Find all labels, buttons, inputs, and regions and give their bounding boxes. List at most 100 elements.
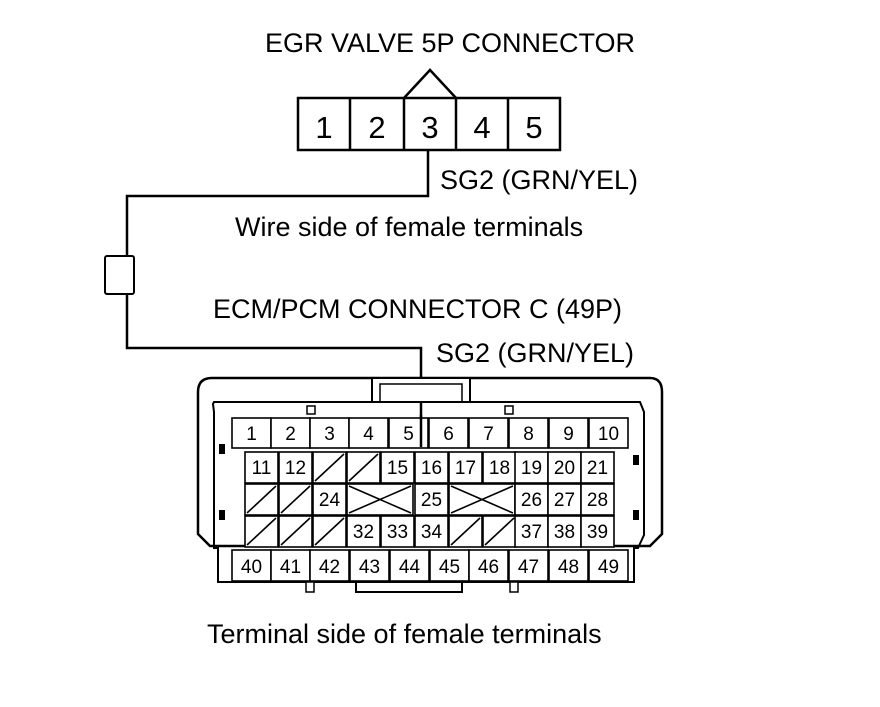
terminal-number: 24 xyxy=(319,490,341,511)
ecm-connector-housing xyxy=(196,376,664,593)
terminal-number: 11 xyxy=(252,458,272,479)
terminal-cell xyxy=(380,451,415,484)
terminal-number: 21 xyxy=(587,458,608,479)
terminal-cell xyxy=(548,417,589,449)
terminal-number: 34 xyxy=(421,522,443,543)
terminal-number: 2 xyxy=(285,424,296,445)
terminal-number: 41 xyxy=(280,557,301,578)
terminal-cell xyxy=(588,549,629,582)
terminal-number: 42 xyxy=(319,557,340,578)
terminal-cell xyxy=(244,451,279,484)
ecm-signal-label: SG2 (GRN/YEL) xyxy=(436,338,634,368)
blocked-cell-cross xyxy=(450,485,514,514)
terminal-cell xyxy=(580,483,615,516)
terminal-cell xyxy=(349,549,390,582)
terminal-number: 40 xyxy=(241,557,262,578)
terminal-number: 33 xyxy=(387,522,408,543)
empty-cell-slash xyxy=(314,517,345,546)
terminal-number: 28 xyxy=(587,490,608,511)
terminal-number: 4 xyxy=(363,424,374,445)
empty-cell-slash xyxy=(450,517,481,546)
terminal-number: 43 xyxy=(359,557,380,578)
terminal-number: 38 xyxy=(554,522,575,543)
terminal-cell xyxy=(448,451,483,484)
terminal-number: 27 xyxy=(554,490,575,511)
egr-pin-labels: 1 2 3 4 5 xyxy=(315,110,542,145)
egr-view-label: Wire side of female terminals xyxy=(235,212,583,242)
terminal-number: 48 xyxy=(558,557,579,578)
terminal-cell xyxy=(468,549,509,582)
empty-cell-slash xyxy=(314,453,345,482)
terminal-number: 44 xyxy=(399,557,421,578)
terminal-number: 5 xyxy=(403,424,414,445)
terminal-number: 32 xyxy=(353,522,374,543)
terminal-cell xyxy=(468,417,509,449)
terminal-cell xyxy=(231,417,272,449)
terminal-cell xyxy=(547,515,582,548)
terminal-number: 20 xyxy=(554,458,575,479)
terminal-number: 19 xyxy=(521,458,542,479)
terminal-cell xyxy=(429,549,470,582)
egr-pin-2: 2 xyxy=(368,110,385,145)
terminal-cell xyxy=(414,483,449,516)
terminal-number: 8 xyxy=(523,424,534,445)
egr-lock-tab xyxy=(403,68,457,99)
terminal-cell xyxy=(547,451,582,484)
terminal-cell xyxy=(508,549,549,582)
egr-signal-label: SG2 (GRN/YEL) xyxy=(440,165,638,195)
terminal-number: 7 xyxy=(483,424,494,445)
terminal-number: 9 xyxy=(563,424,574,445)
terminal-cell xyxy=(270,549,311,582)
terminal-cell xyxy=(588,417,629,449)
terminal-number: 45 xyxy=(439,557,460,578)
terminal-cell xyxy=(428,417,469,449)
egr-connector-title: EGR VALVE 5P CONNECTOR xyxy=(265,28,635,58)
terminal-cell xyxy=(580,515,615,548)
terminal-number: 3 xyxy=(324,424,335,445)
egr-pin-5: 5 xyxy=(525,110,542,145)
terminal-number: 37 xyxy=(521,522,542,543)
terminal-number: 17 xyxy=(455,458,476,479)
terminal-cell xyxy=(278,451,313,484)
empty-cell-slash xyxy=(280,485,311,514)
terminal-cell xyxy=(414,515,449,548)
ecm-connector-title: ECM/PCM CONNECTOR C (49P) xyxy=(213,294,622,324)
terminal-number: 1 xyxy=(246,424,257,445)
blocked-cell-cross xyxy=(348,485,412,514)
terminal-number: 16 xyxy=(421,458,442,479)
egr-pin-1: 1 xyxy=(315,110,332,145)
terminal-cell xyxy=(482,451,517,484)
terminal-cell xyxy=(309,417,350,449)
ecm-side-locks xyxy=(219,444,639,520)
terminal-cell xyxy=(309,549,350,582)
terminal-cell xyxy=(312,483,347,516)
ecm-view-label: Terminal side of female terminals xyxy=(207,619,602,649)
terminal-cell xyxy=(548,549,589,582)
terminal-cell xyxy=(348,417,389,449)
empty-cell-slash xyxy=(246,485,277,514)
terminal-number: 15 xyxy=(387,458,408,479)
terminal-cell xyxy=(346,515,381,548)
terminal-cell xyxy=(389,549,430,582)
terminal-cell xyxy=(514,451,549,484)
terminal-cell xyxy=(380,515,415,548)
terminal-cell xyxy=(414,451,449,484)
terminal-number: 10 xyxy=(598,424,619,445)
inline-connector-symbol xyxy=(104,255,135,295)
terminal-number: 49 xyxy=(598,557,619,578)
terminal-number: 18 xyxy=(489,458,510,479)
terminal-number: 25 xyxy=(421,490,442,511)
terminal-number: 26 xyxy=(521,490,542,511)
terminal-number: 47 xyxy=(518,557,539,578)
empty-cell-slash xyxy=(280,517,311,546)
empty-cell-slash xyxy=(348,453,379,482)
terminal-cell xyxy=(547,483,582,516)
egr-pin-3: 3 xyxy=(421,110,438,145)
empty-cell-slash xyxy=(246,517,277,546)
terminal-number: 6 xyxy=(443,424,454,445)
terminal-number: 46 xyxy=(478,557,499,578)
empty-cell-slash xyxy=(484,517,515,546)
